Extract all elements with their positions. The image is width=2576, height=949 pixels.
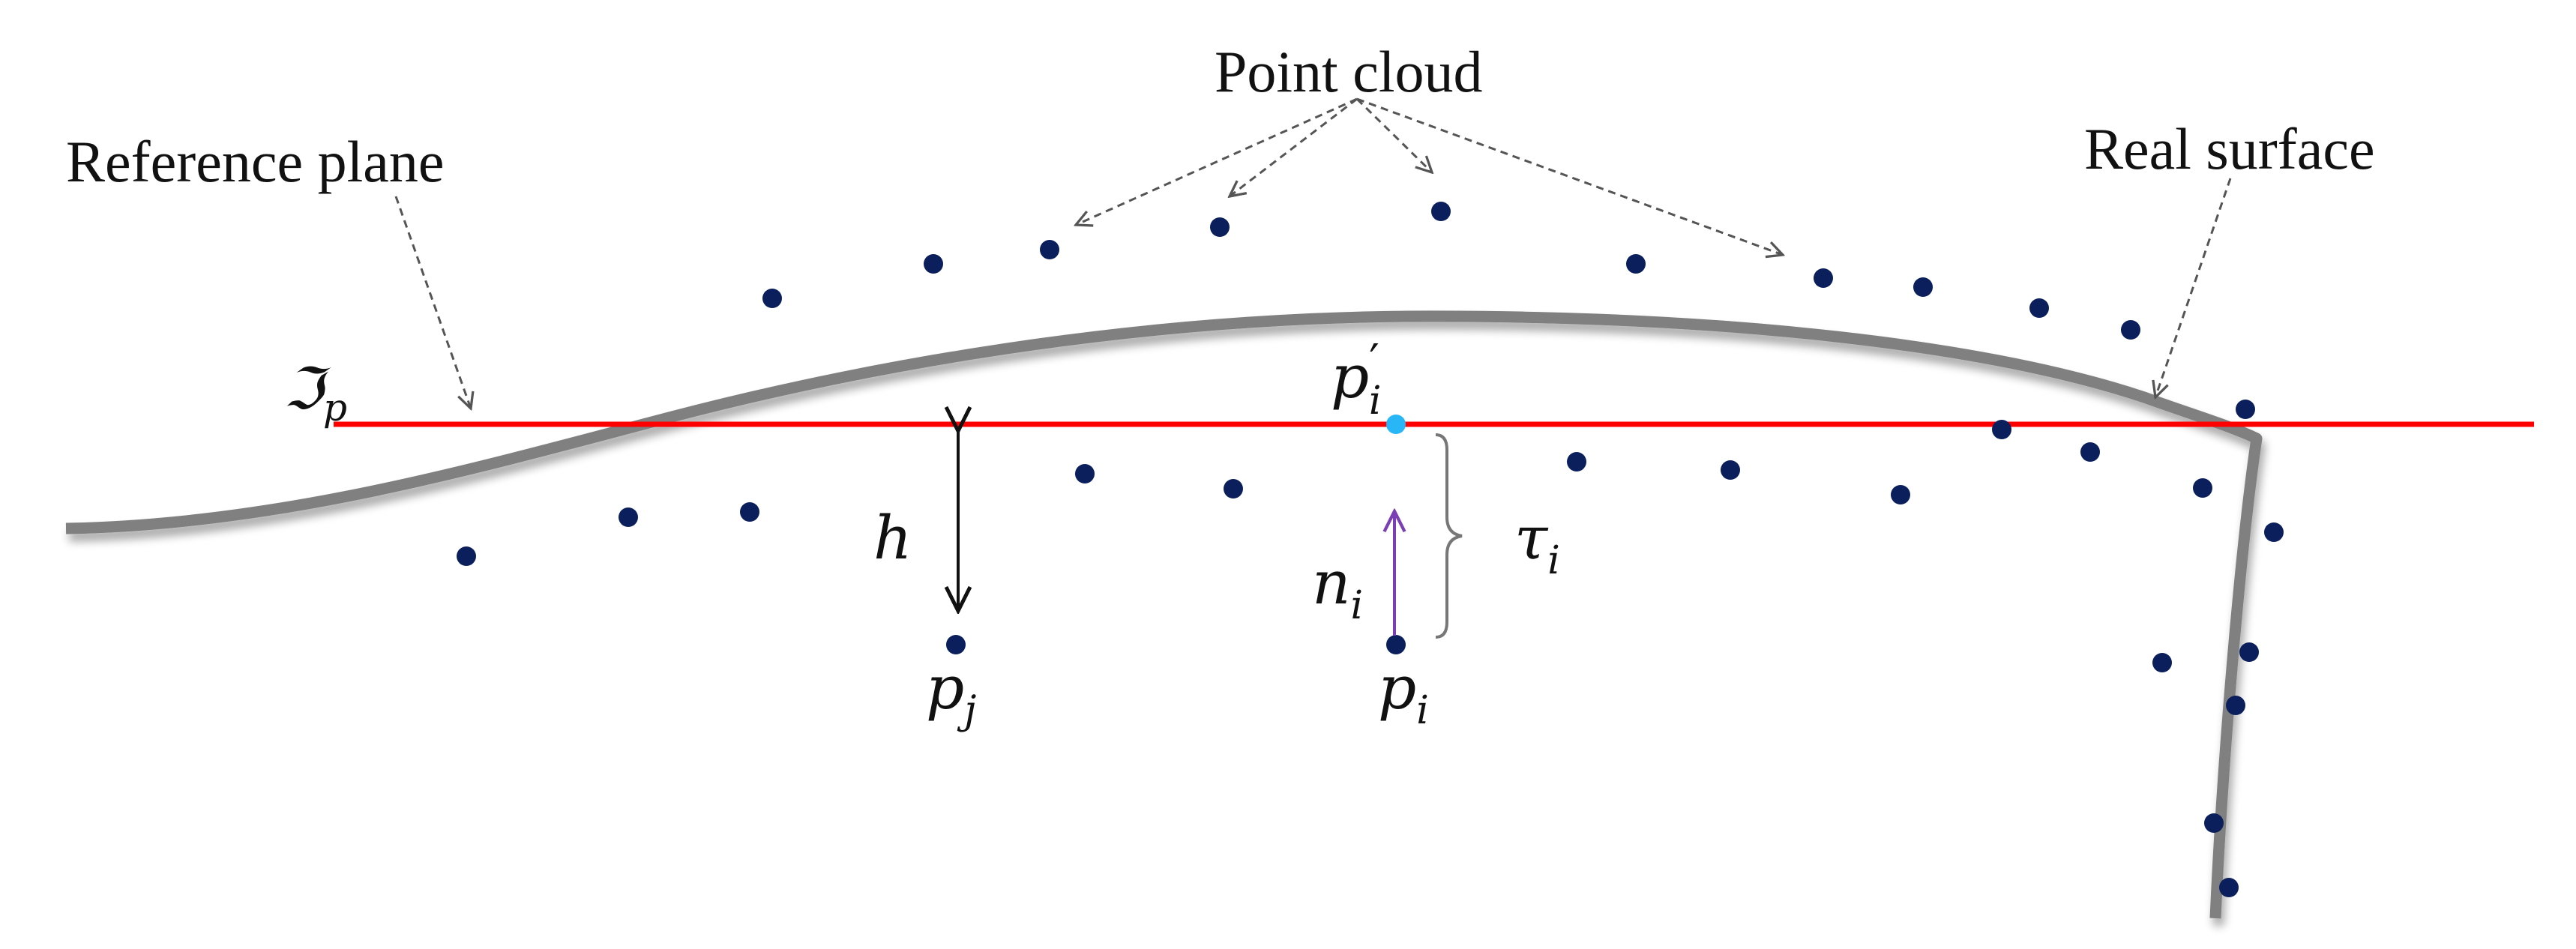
real-surface-curve — [65, 310, 2263, 919]
point-cloud-dot — [2121, 320, 2140, 340]
tau-label: τi — [1514, 503, 1560, 583]
point-cloud-label: Point cloud — [1215, 39, 1483, 104]
point-cloud-dot — [1224, 479, 1243, 498]
point-cloud-dot — [1431, 202, 1451, 221]
point-cloud-dot — [1040, 240, 1059, 259]
point-cloud-dot — [762, 289, 782, 308]
real-surface-label: Real surface — [2084, 116, 2375, 181]
tau-brace — [1435, 433, 1463, 639]
point-cloud-dot — [2080, 442, 2100, 462]
point-pj — [946, 635, 966, 654]
point-cloud — [457, 202, 2284, 897]
pi-label: pi — [1378, 653, 1429, 733]
pointer-arrow-3 — [1355, 97, 1432, 172]
point-cloud-dot — [1992, 420, 2011, 439]
point-cloud-dot — [2236, 400, 2255, 419]
point-cloud-dot — [2204, 813, 2224, 833]
pj-label: pj — [926, 653, 976, 733]
point-cloud-dot — [457, 546, 476, 566]
pointer-arrow-4 — [1356, 97, 1783, 255]
point-cloud-dot — [1626, 254, 1646, 274]
point-pi — [1386, 635, 1406, 654]
point-cloud-dot — [2152, 653, 2172, 672]
reference-plane-pointer-arrow — [394, 196, 471, 409]
point-cloud-pointer-arrows — [394, 97, 2232, 409]
point-cloud-dot — [619, 507, 638, 527]
point-cloud-dot — [924, 254, 943, 274]
point-cloud-dot — [2226, 696, 2245, 715]
point-cloud-dot — [2219, 878, 2239, 897]
pointer-arrow-2 — [1230, 97, 1358, 196]
point-cloud-dot — [1814, 268, 1833, 288]
p-prime-label: p′i — [1331, 335, 1381, 424]
plane-symbol-label: ℑp — [283, 355, 347, 430]
reference-plane-label: Reference plane — [66, 129, 445, 194]
point-cloud-dot — [740, 502, 759, 522]
point-cloud-dot — [2239, 642, 2259, 662]
point-cloud-dot — [2264, 522, 2284, 542]
point-cloud-dot — [1913, 277, 1933, 297]
real-surface-pointer-arrow — [2155, 178, 2232, 397]
point-cloud-dot — [1210, 217, 1230, 237]
point-cloud-dot — [1721, 460, 1740, 480]
pointer-arrow-1 — [1076, 97, 1358, 225]
h-label: h — [873, 503, 912, 573]
point-cloud-dot — [1891, 485, 1910, 504]
normal-label: ni — [1312, 548, 1363, 628]
projected-point — [1386, 415, 1406, 434]
point-cloud-dot — [1567, 452, 1586, 472]
point-cloud-dot — [2193, 478, 2212, 498]
point-cloud-dot — [2029, 298, 2049, 318]
point-cloud-dot — [1075, 464, 1095, 483]
